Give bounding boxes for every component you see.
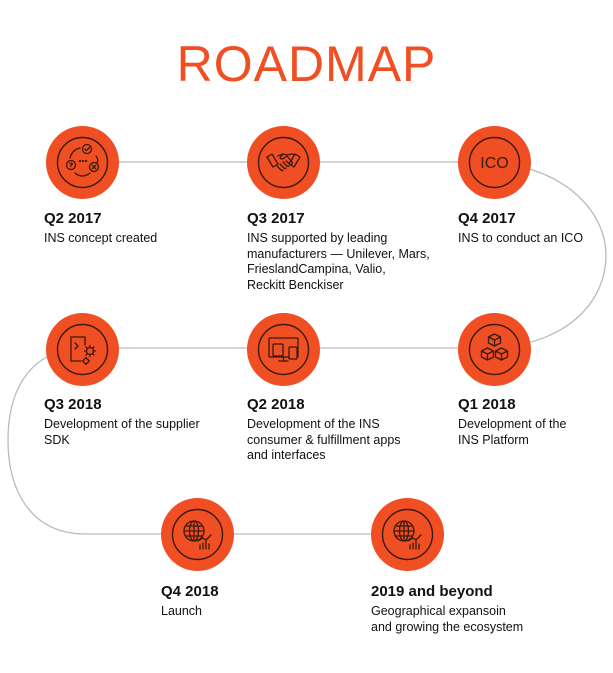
milestone-title: Q2 2018: [247, 396, 305, 413]
milestone-q4-2017: Q4 2017 INS to conduct an ICO: [458, 210, 583, 247]
milestone-description: Development of the INS Platform: [458, 417, 567, 447]
blocks-icon: [468, 323, 521, 376]
milestone-2019-and-beyond: 2019 and beyond Geographical expansoin a…: [371, 583, 523, 635]
milestone-q2-2018: Q2 2018 Development of the INS consumer …: [247, 396, 401, 464]
milestone-circle-q4-2018: [161, 498, 234, 571]
milestone-description: Geographical expansoin and growing the e…: [371, 604, 524, 634]
milestone-circle-q2-2017: [46, 126, 119, 199]
milestone-circle-q2-2018: [247, 313, 320, 386]
milestone-title: Q3 2017: [247, 210, 305, 227]
milestone-q3-2017: Q3 2017 INS supported by leading manufac…: [247, 210, 430, 293]
milestone-description: Launch: [161, 604, 203, 618]
milestone-circle-q4-2017: ICO: [458, 126, 531, 199]
milestone-description: INS to conduct an ICO: [458, 231, 584, 245]
milestone-q2-2017: Q2 2017 INS concept created: [44, 210, 157, 247]
devices-icon: [257, 323, 310, 376]
milestone-title: Q4 2017: [458, 210, 516, 227]
milestone-circle-q1-2018: [458, 313, 531, 386]
milestone-circle-2019-and-beyond: [371, 498, 444, 571]
cycle-icon: [56, 136, 109, 189]
handshake-icon: [257, 136, 310, 189]
page-title: ROADMAP: [176, 36, 437, 92]
milestone-description: Development of the INS consumer & fulfil…: [247, 417, 401, 462]
milestone-description: Development of the supplier SDK: [44, 417, 200, 447]
milestone-description: INS concept created: [44, 231, 158, 245]
ico-icon: ICO: [468, 136, 521, 189]
milestone-title: Q1 2018: [458, 396, 516, 413]
milestone-title: 2019 and beyond: [371, 583, 493, 600]
milestone-title: Q4 2018: [161, 583, 219, 600]
milestone-title: Q2 2017: [44, 210, 102, 227]
milestone-q3-2018: Q3 2018 Development of the supplier SDK: [44, 396, 200, 448]
globe-chart-icon: [171, 508, 224, 561]
milestone-q4-2018: Q4 2018 Launch: [161, 583, 219, 620]
milestone-circle-q3-2017: [247, 126, 320, 199]
globe-chart-icon: [381, 508, 434, 561]
ico-icon-label: ICO: [480, 155, 508, 172]
milestone-description: INS supported by leading manufacturers —…: [247, 231, 430, 292]
sdk-gears-icon: [56, 323, 109, 376]
milestone-q1-2018: Q1 2018 Development of the INS Platform: [458, 396, 566, 448]
milestone-title: Q3 2018: [44, 396, 102, 413]
milestone-circle-q3-2018: [46, 313, 119, 386]
